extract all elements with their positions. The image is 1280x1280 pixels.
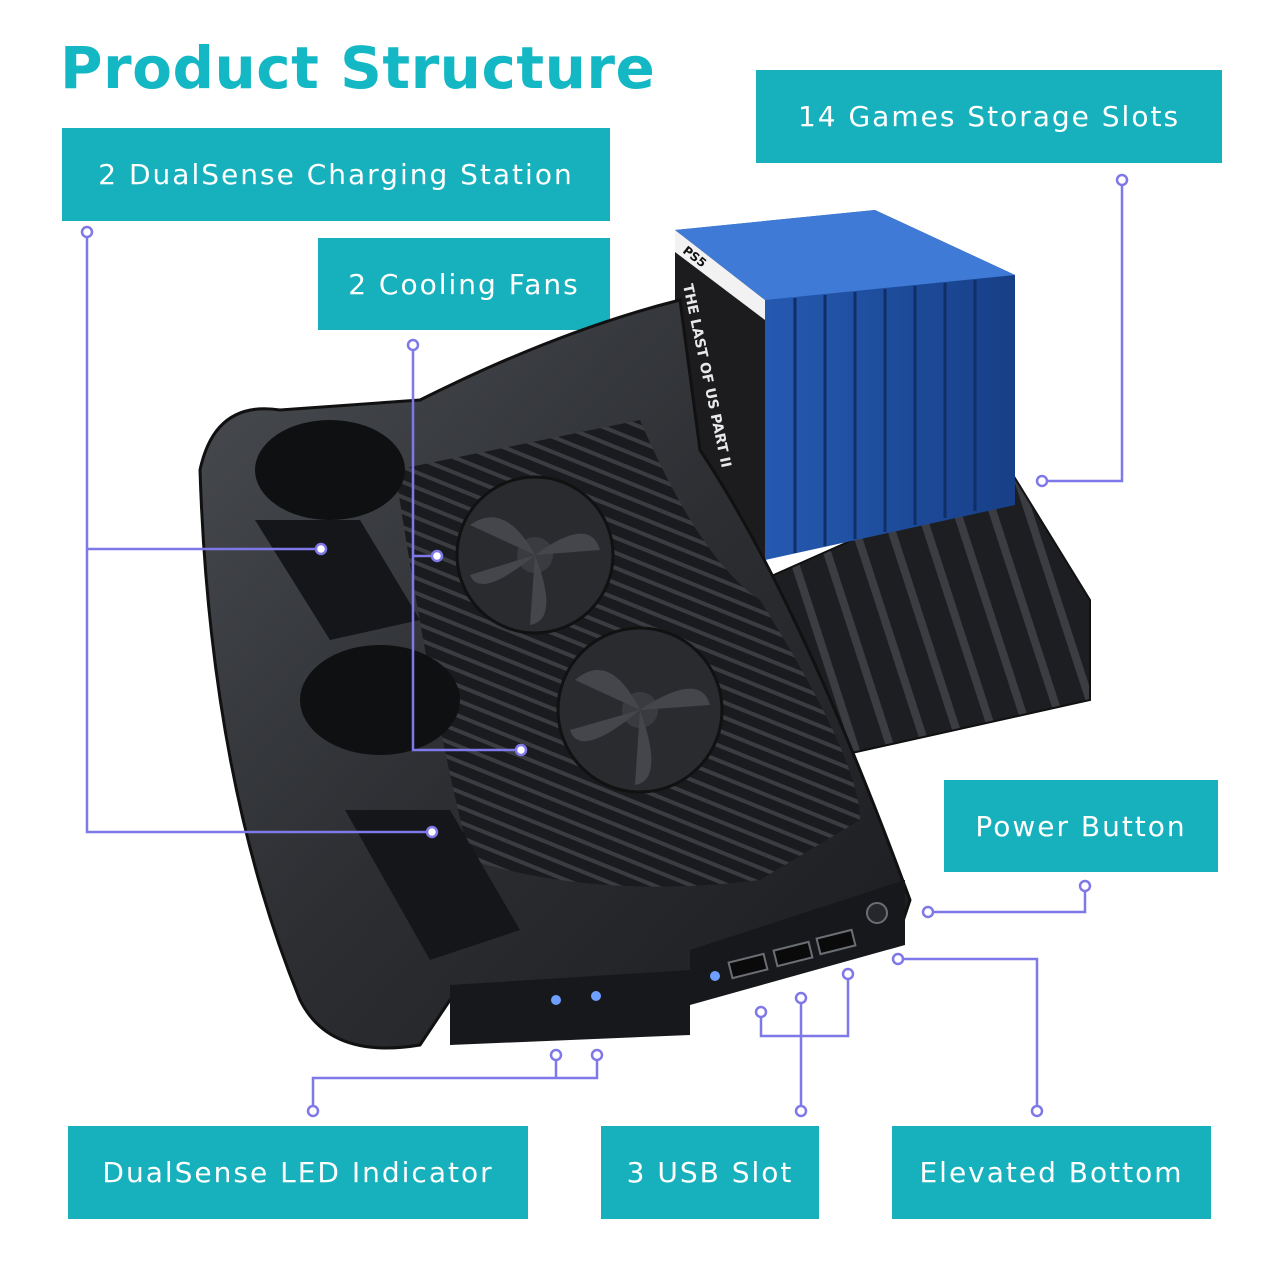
label-usb-slot: 3 USB Slot <box>601 1126 819 1219</box>
game-case-stack: PS5 THE LAST OF US PART II <box>675 210 1015 560</box>
label-games-storage: 14 Games Storage Slots <box>756 70 1222 163</box>
charging-stand <box>198 298 912 1050</box>
fan-top <box>455 475 615 635</box>
leader-lines <box>80 173 1129 1118</box>
page-title: Product Structure <box>60 34 656 102</box>
power-button <box>866 902 888 924</box>
label-led-indicator: DualSense LED Indicator <box>68 1126 528 1219</box>
label-charging-station: 2 DualSense Charging Station <box>62 128 610 221</box>
usb-ports <box>727 928 857 980</box>
label-elevated-bottom: Elevated Bottom <box>892 1126 1211 1219</box>
led-1 <box>551 995 561 1005</box>
led-usb <box>710 971 720 981</box>
label-power-button: Power Button <box>944 780 1218 872</box>
led-2 <box>591 991 601 1001</box>
label-cooling-fans: 2 Cooling Fans <box>318 238 610 330</box>
fan-bottom <box>556 626 724 794</box>
